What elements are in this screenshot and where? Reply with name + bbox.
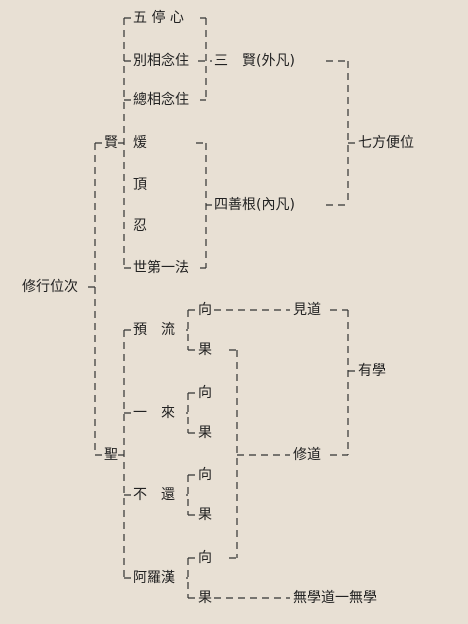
- yuliu-guo: 果: [198, 342, 212, 358]
- qifang-label: 七方便位: [358, 135, 414, 151]
- buhuan-sub: [186, 474, 197, 516]
- aluohan-guo: 果: [198, 590, 212, 606]
- aluohan-xiang: 向: [198, 550, 212, 566]
- sishangen-label: 四善根(內凡): [214, 197, 295, 213]
- sheng-label: 聖: [104, 447, 118, 463]
- biexiang-label: 別相念住: [133, 53, 189, 69]
- yilai-label: 一 來: [133, 405, 175, 421]
- aluohan-label: 阿羅漢: [133, 570, 175, 586]
- xian-label: 賢: [104, 135, 118, 151]
- ding-label: 頂: [133, 177, 147, 193]
- root-label: 修行位次: [22, 279, 78, 295]
- ren-label: 忍: [133, 218, 147, 234]
- buhuan-guo: 果: [198, 507, 212, 523]
- buhuan-label: 不 還: [133, 487, 175, 503]
- yuliu-xiang: 向: [198, 302, 212, 318]
- buhuan-xiang: 向: [198, 467, 212, 483]
- zongxiang-label: 總相念住: [133, 92, 189, 108]
- xiudao-bracket: [229, 349, 290, 559]
- sishangen-bracket: [196, 142, 212, 269]
- jiandao-label: 見道: [293, 302, 321, 318]
- nuan-label: 煖: [133, 135, 147, 151]
- yilai-guo: 果: [198, 425, 212, 441]
- wutingxin-label: 五 停 心: [133, 10, 184, 26]
- root-bracket: [88, 142, 104, 456]
- xian-bracket: [118, 17, 131, 269]
- youxue-bracket: [330, 309, 356, 456]
- youxue-label: 有學: [358, 363, 386, 379]
- qifang-bracket: [326, 60, 356, 206]
- yilai-sub: [186, 392, 197, 434]
- yuliu-sub: [186, 309, 197, 351]
- wuxue-label: 無學道一無學: [293, 590, 377, 606]
- sanxian-bracket: [198, 17, 212, 101]
- sanxian-label: 三 賢(外凡): [214, 53, 295, 69]
- sheng-bracket: [118, 329, 131, 579]
- yuliu-label: 預 流: [133, 322, 175, 338]
- shidiyi-label: 世第一法: [133, 260, 189, 276]
- xiudao-label: 修道: [293, 447, 321, 463]
- aluohan-sub: [186, 557, 197, 599]
- yilai-xiang: 向: [198, 385, 212, 401]
